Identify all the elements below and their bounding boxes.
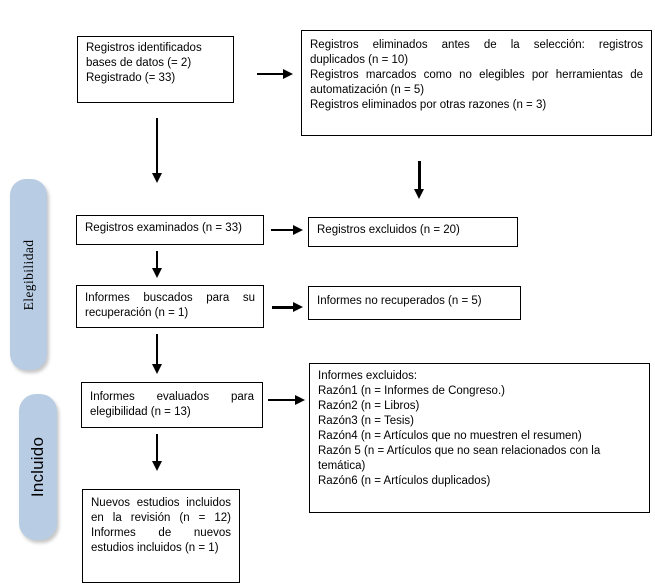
arrow-head-icon (293, 302, 303, 312)
arrow-head-icon (414, 189, 424, 199)
arrow-shaft (155, 434, 159, 461)
phase-pill-elegibilidad: Elegibilidad (10, 179, 47, 370)
box-text-line: temática) (318, 460, 366, 472)
arrow-shaft (257, 72, 283, 76)
box-text-line: Informes no recuperados (n = 5) (317, 295, 482, 307)
box-informes-excluidos-razones: Informes excluidos: Razón1 (n = Informes… (309, 363, 650, 513)
box-text-line: Razón3 (n = Tesis) (318, 415, 414, 427)
arrow-down-evaluados-to-incluidos (151, 434, 163, 471)
box-text-line: Informes de nuevos (91, 527, 231, 539)
arrow-shaft (268, 398, 295, 402)
box-text-line: Registros examinados (n = 33) (85, 222, 242, 234)
arrow-right-examinados-to-excluidos (271, 224, 303, 236)
box-informes-evaluados: Informes evaluados para elegibilidad (n … (81, 382, 263, 428)
box-text-line: duplicados (n = 10) (310, 54, 409, 66)
box-text-line: Razón6 (n = Artículos duplicados) (318, 475, 491, 487)
box-text-line: Registros identificados (86, 42, 202, 54)
arrow-shaft (155, 118, 159, 173)
phase-label-incluido: Incluido (28, 436, 47, 498)
box-text-line: estudios incluidos (n = 1) (91, 542, 219, 554)
arrow-down-from-eliminados (414, 161, 425, 199)
box-nuevos-estudios-incluidos: Nuevos estudios incluidos en la revisión… (82, 489, 240, 583)
box-text-line: automatización (n = 5) (310, 84, 425, 96)
box-text-line: Informes evaluados para (90, 391, 254, 403)
box-registros-identificados: Registros identificados bases de datos (… (77, 36, 234, 103)
arrow-head-icon (151, 461, 162, 471)
arrow-shaft (271, 228, 293, 232)
arrow-right-evaluados-to-excluidos (268, 394, 305, 406)
box-text-line: Razón4 (n = Artículos que no muestren el… (318, 430, 582, 442)
arrow-head-icon (151, 173, 162, 183)
box-registros-eliminados-antes-seleccion: Registros eliminados antes de la selecci… (301, 30, 652, 136)
arrow-head-icon (151, 364, 162, 374)
box-text-line: Razón1 (n = Informes de Congreso.) (318, 385, 505, 397)
box-text-line: en la revisión (n = 12) (91, 512, 231, 524)
arrow-down-examinados-to-buscados (151, 251, 163, 278)
box-text-line: Registros eliminados antes de la selecci… (310, 39, 643, 51)
box-registros-excluidos: Registros excluidos (n = 20) (308, 217, 518, 247)
box-text-line: elegibilidad (n = 13) (90, 406, 191, 418)
box-informes-buscados: Informes buscados para su recuperación (… (76, 285, 264, 328)
arrow-shaft (418, 161, 421, 189)
box-text-line: bases de datos (= 2) (86, 57, 192, 69)
arrow-head-icon (293, 224, 303, 235)
arrow-down-identificados-to-examinados (151, 118, 163, 183)
box-text-line: Informes buscados para su (85, 292, 255, 304)
arrow-right-buscados-to-no-recuperados (272, 302, 303, 313)
arrow-down-buscados-to-evaluados (151, 334, 163, 374)
phase-label-elegibilidad: Elegibilidad (20, 239, 36, 310)
box-text-line: Razón2 (n = Libros) (318, 400, 420, 412)
arrow-shaft (272, 306, 293, 309)
box-text-line: recuperación (n = 1) (85, 307, 189, 319)
box-text-line: Registros marcados como no elegibles por… (310, 69, 643, 81)
box-text-line: Registros eliminados por otras razones (… (310, 99, 547, 111)
box-text-line: Razón 5 (n = Artículos que no sean relac… (318, 445, 601, 457)
arrow-shaft (155, 334, 159, 364)
arrow-shaft (155, 251, 159, 268)
box-informes-no-recuperados: Informes no recuperados (n = 5) (308, 286, 521, 320)
arrow-head-icon (151, 268, 162, 278)
box-text-line: Nuevos estudios incluidos (91, 497, 231, 509)
arrow-head-icon (295, 394, 305, 405)
box-text-line: Informes excluidos: (318, 370, 418, 382)
box-text-line: Registrado (= 33) (86, 72, 176, 84)
phase-pill-incluido: Incluido (19, 394, 57, 540)
box-registros-examinados: Registros examinados (n = 33) (76, 215, 264, 245)
arrow-head-icon (283, 68, 293, 79)
arrow-right-identificados-to-eliminados (257, 68, 293, 80)
box-text-line: Registros excluidos (n = 20) (317, 224, 460, 236)
